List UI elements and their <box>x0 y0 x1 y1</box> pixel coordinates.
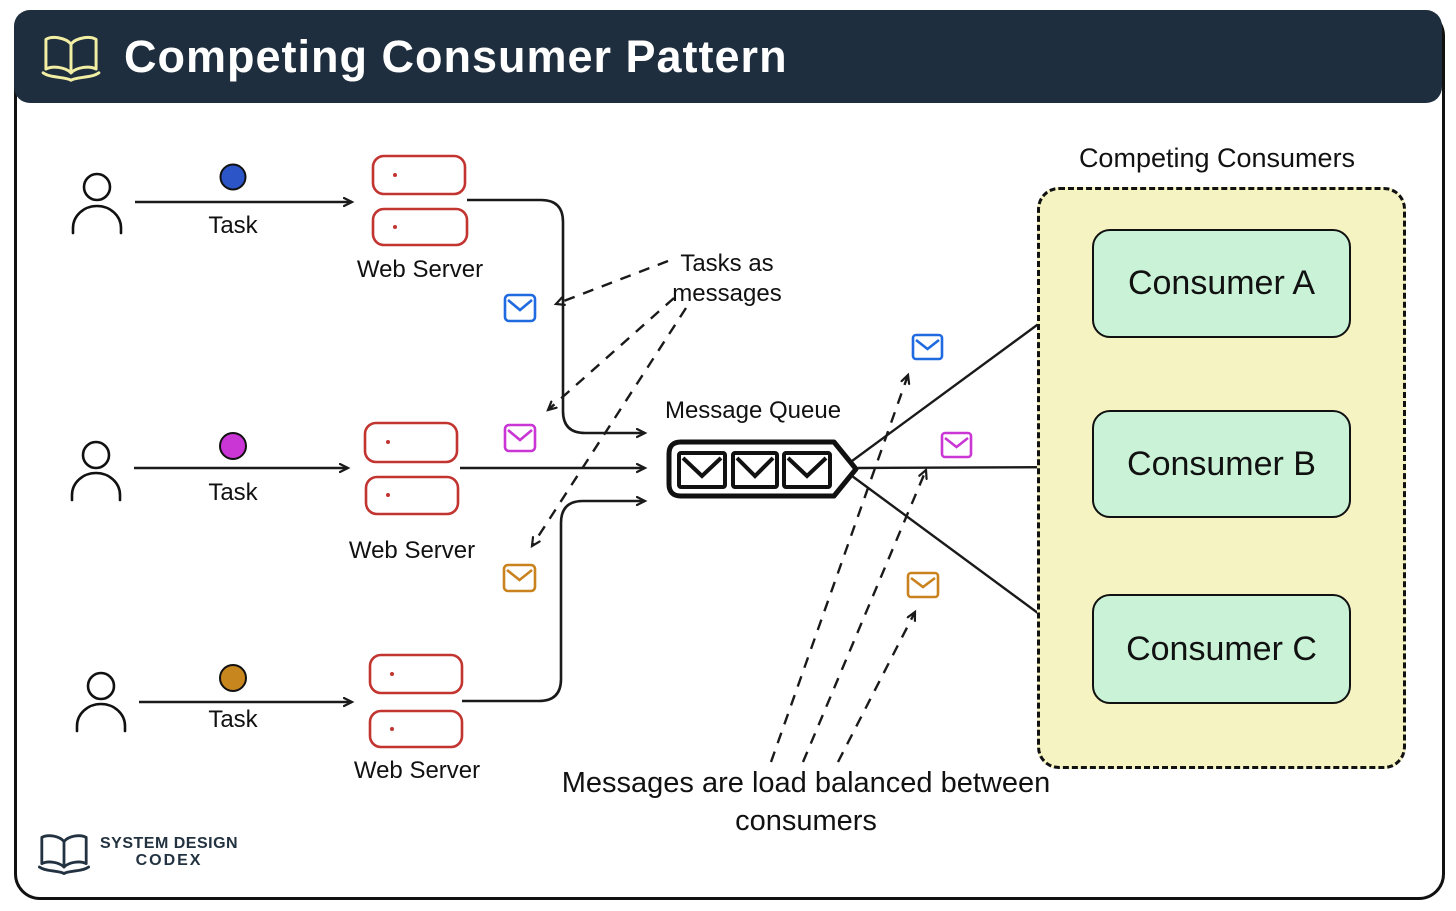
web-server-3 <box>368 653 464 749</box>
queue-message-icon-2 <box>731 451 779 489</box>
server-to-queue-connector-3 <box>462 501 645 703</box>
consumer-a-box: Consumer A <box>1092 229 1351 338</box>
header-bar: Competing Consumer Pattern <box>14 10 1442 103</box>
competing-consumers-title: Competing Consumers <box>1078 143 1356 173</box>
user-icon-3 <box>75 671 127 733</box>
tasks-as-messages-arrow-blue <box>556 259 669 304</box>
queue-message-icon-3 <box>782 451 832 489</box>
logo-text: SYSTEM DESIGN CODEX <box>100 835 239 870</box>
consumer-a-label: Consumer A <box>1127 264 1316 302</box>
consumer-c-label: Consumer C <box>1126 629 1317 668</box>
logo-line1: SYSTEM DESIGN <box>100 835 239 853</box>
load-balance-arrow-blue <box>769 375 908 763</box>
tasks-as-messages-note-line2: messages <box>672 280 782 307</box>
consumer-b-label: Consumer B <box>1127 444 1316 483</box>
load-balance-arrow-magenta <box>801 470 926 763</box>
load-balance-arrow-orange <box>836 612 915 763</box>
user-icon-2 <box>70 440 122 502</box>
consumer-c-box: Consumer C <box>1092 594 1351 704</box>
task-label-2: Task <box>208 479 258 506</box>
server-label-2: Web Server <box>348 537 476 564</box>
logo-line2: CODEX <box>135 852 203 869</box>
message-icon-magenta-left <box>503 423 537 453</box>
open-book-icon <box>41 35 101 82</box>
web-server-2 <box>363 421 460 516</box>
server-label-3: Web Server <box>353 757 481 784</box>
load-balanced-note-line2: consumers <box>735 805 877 837</box>
task-label-3: Task <box>208 706 258 733</box>
tasks-as-messages-note-line1: Tasks as <box>680 250 774 277</box>
page-title: Competing Consumer Pattern <box>124 30 788 82</box>
message-queue <box>666 439 859 499</box>
tasks-as-messages-arrow-orange <box>532 307 688 546</box>
logo-book-icon <box>37 834 91 875</box>
web-server-1 <box>371 154 469 247</box>
tasks-as-messages-arrow-magenta <box>548 297 675 410</box>
message-queue-label: Message Queue <box>664 397 842 424</box>
message-icon-magenta-right <box>940 431 973 459</box>
task-dot-orange <box>219 664 247 692</box>
load-balanced-note-line1: Messages are load balanced between <box>561 767 1051 799</box>
task-label-1: Task <box>208 212 258 239</box>
message-icon-blue-left <box>503 293 537 323</box>
message-icon-orange-left <box>502 563 537 593</box>
consumer-b-box: Consumer B <box>1092 410 1351 518</box>
brand-logo: SYSTEM DESIGN CODEX <box>36 830 238 876</box>
message-icon-blue-right <box>911 333 944 361</box>
server-label-1: Web Server <box>356 256 484 283</box>
server-to-queue-connector-1 <box>467 198 645 433</box>
message-icon-orange-right <box>906 571 940 599</box>
queue-message-icon-1 <box>677 451 727 489</box>
task-dot-blue <box>219 163 247 191</box>
user-icon-1 <box>71 172 123 235</box>
task-dot-magenta <box>219 432 247 460</box>
